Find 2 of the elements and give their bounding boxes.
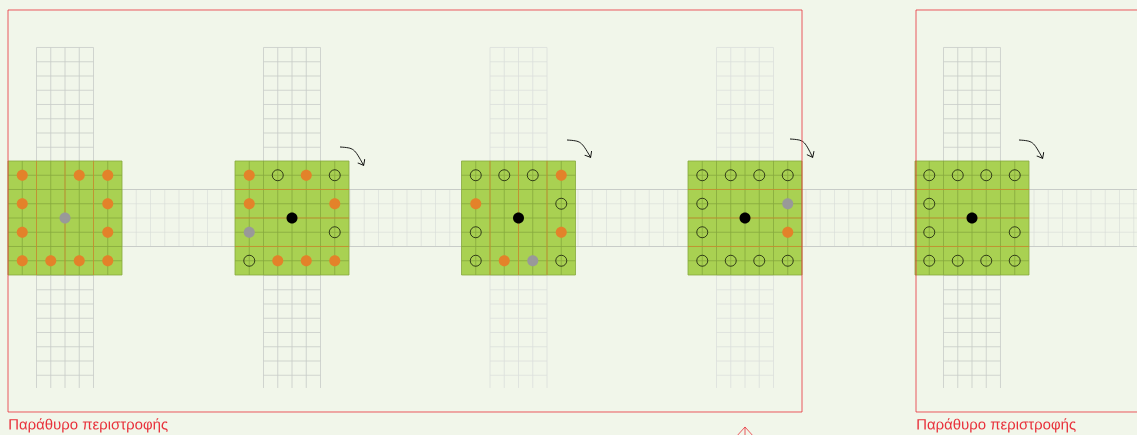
window-label: Παράθυρο περιστροφής bbox=[9, 418, 168, 433]
window-label: Παράθυρο περιστροφής bbox=[917, 418, 1076, 433]
